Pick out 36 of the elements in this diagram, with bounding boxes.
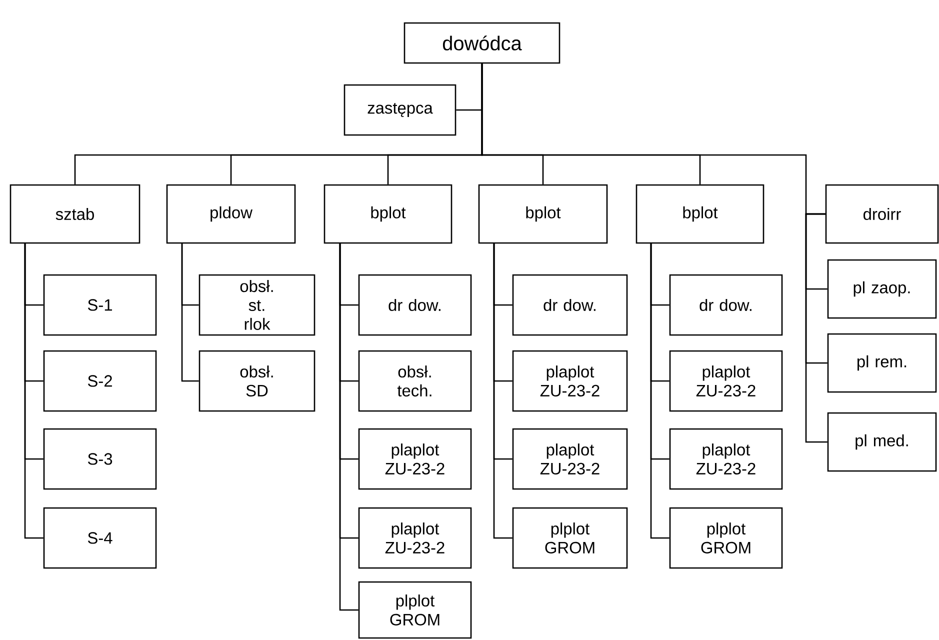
- unit-box: plaplot ZU-23-2: [358, 507, 472, 569]
- unit-box: dr dow.: [358, 274, 472, 336]
- unit-box: pl rem.: [827, 333, 937, 393]
- unit-box: plaplot ZU-23-2: [669, 428, 783, 490]
- deputy-box: zastępca: [344, 84, 456, 136]
- unit-box: plplot GROM: [669, 507, 783, 569]
- unit-box: bplot: [324, 184, 452, 244]
- commander-box: dowódca: [404, 22, 560, 64]
- unit-box: bplot: [636, 184, 764, 244]
- unit-box: plplot GROM: [512, 507, 628, 569]
- connector-line: [805, 213, 828, 443]
- unit-box: plaplot ZU-23-2: [669, 350, 783, 412]
- unit-box: plaplot ZU-23-2: [512, 428, 628, 490]
- unit-box: pldow: [166, 184, 296, 244]
- connector-line: [181, 243, 199, 382]
- unit-box: dr dow.: [669, 274, 783, 336]
- unit-box: obsł. SD: [198, 350, 316, 412]
- connector-line: [650, 243, 670, 539]
- connector-line: [493, 243, 512, 539]
- unit-box: pl med.: [827, 412, 937, 472]
- unit-box: plplot GROM: [358, 581, 472, 639]
- unit-box: droirr: [825, 184, 939, 244]
- unit-box: bplot: [478, 184, 608, 244]
- unit-box: S-2: [43, 350, 157, 412]
- unit-box: S-3: [43, 428, 157, 490]
- unit-box: S-4: [43, 507, 157, 569]
- unit-box: sztab: [10, 184, 140, 244]
- unit-box: obsł. st. rlok: [198, 274, 316, 336]
- unit-box: plaplot ZU-23-2: [512, 350, 628, 412]
- unit-box: pl zaop.: [827, 259, 937, 319]
- unit-box: plaplot ZU-23-2: [358, 428, 472, 490]
- unit-box: dr dow.: [512, 274, 628, 336]
- connector-line: [339, 243, 358, 611]
- unit-box: obsł. tech.: [358, 350, 472, 412]
- unit-box: S-1: [43, 274, 157, 336]
- connector-line: [24, 243, 44, 539]
